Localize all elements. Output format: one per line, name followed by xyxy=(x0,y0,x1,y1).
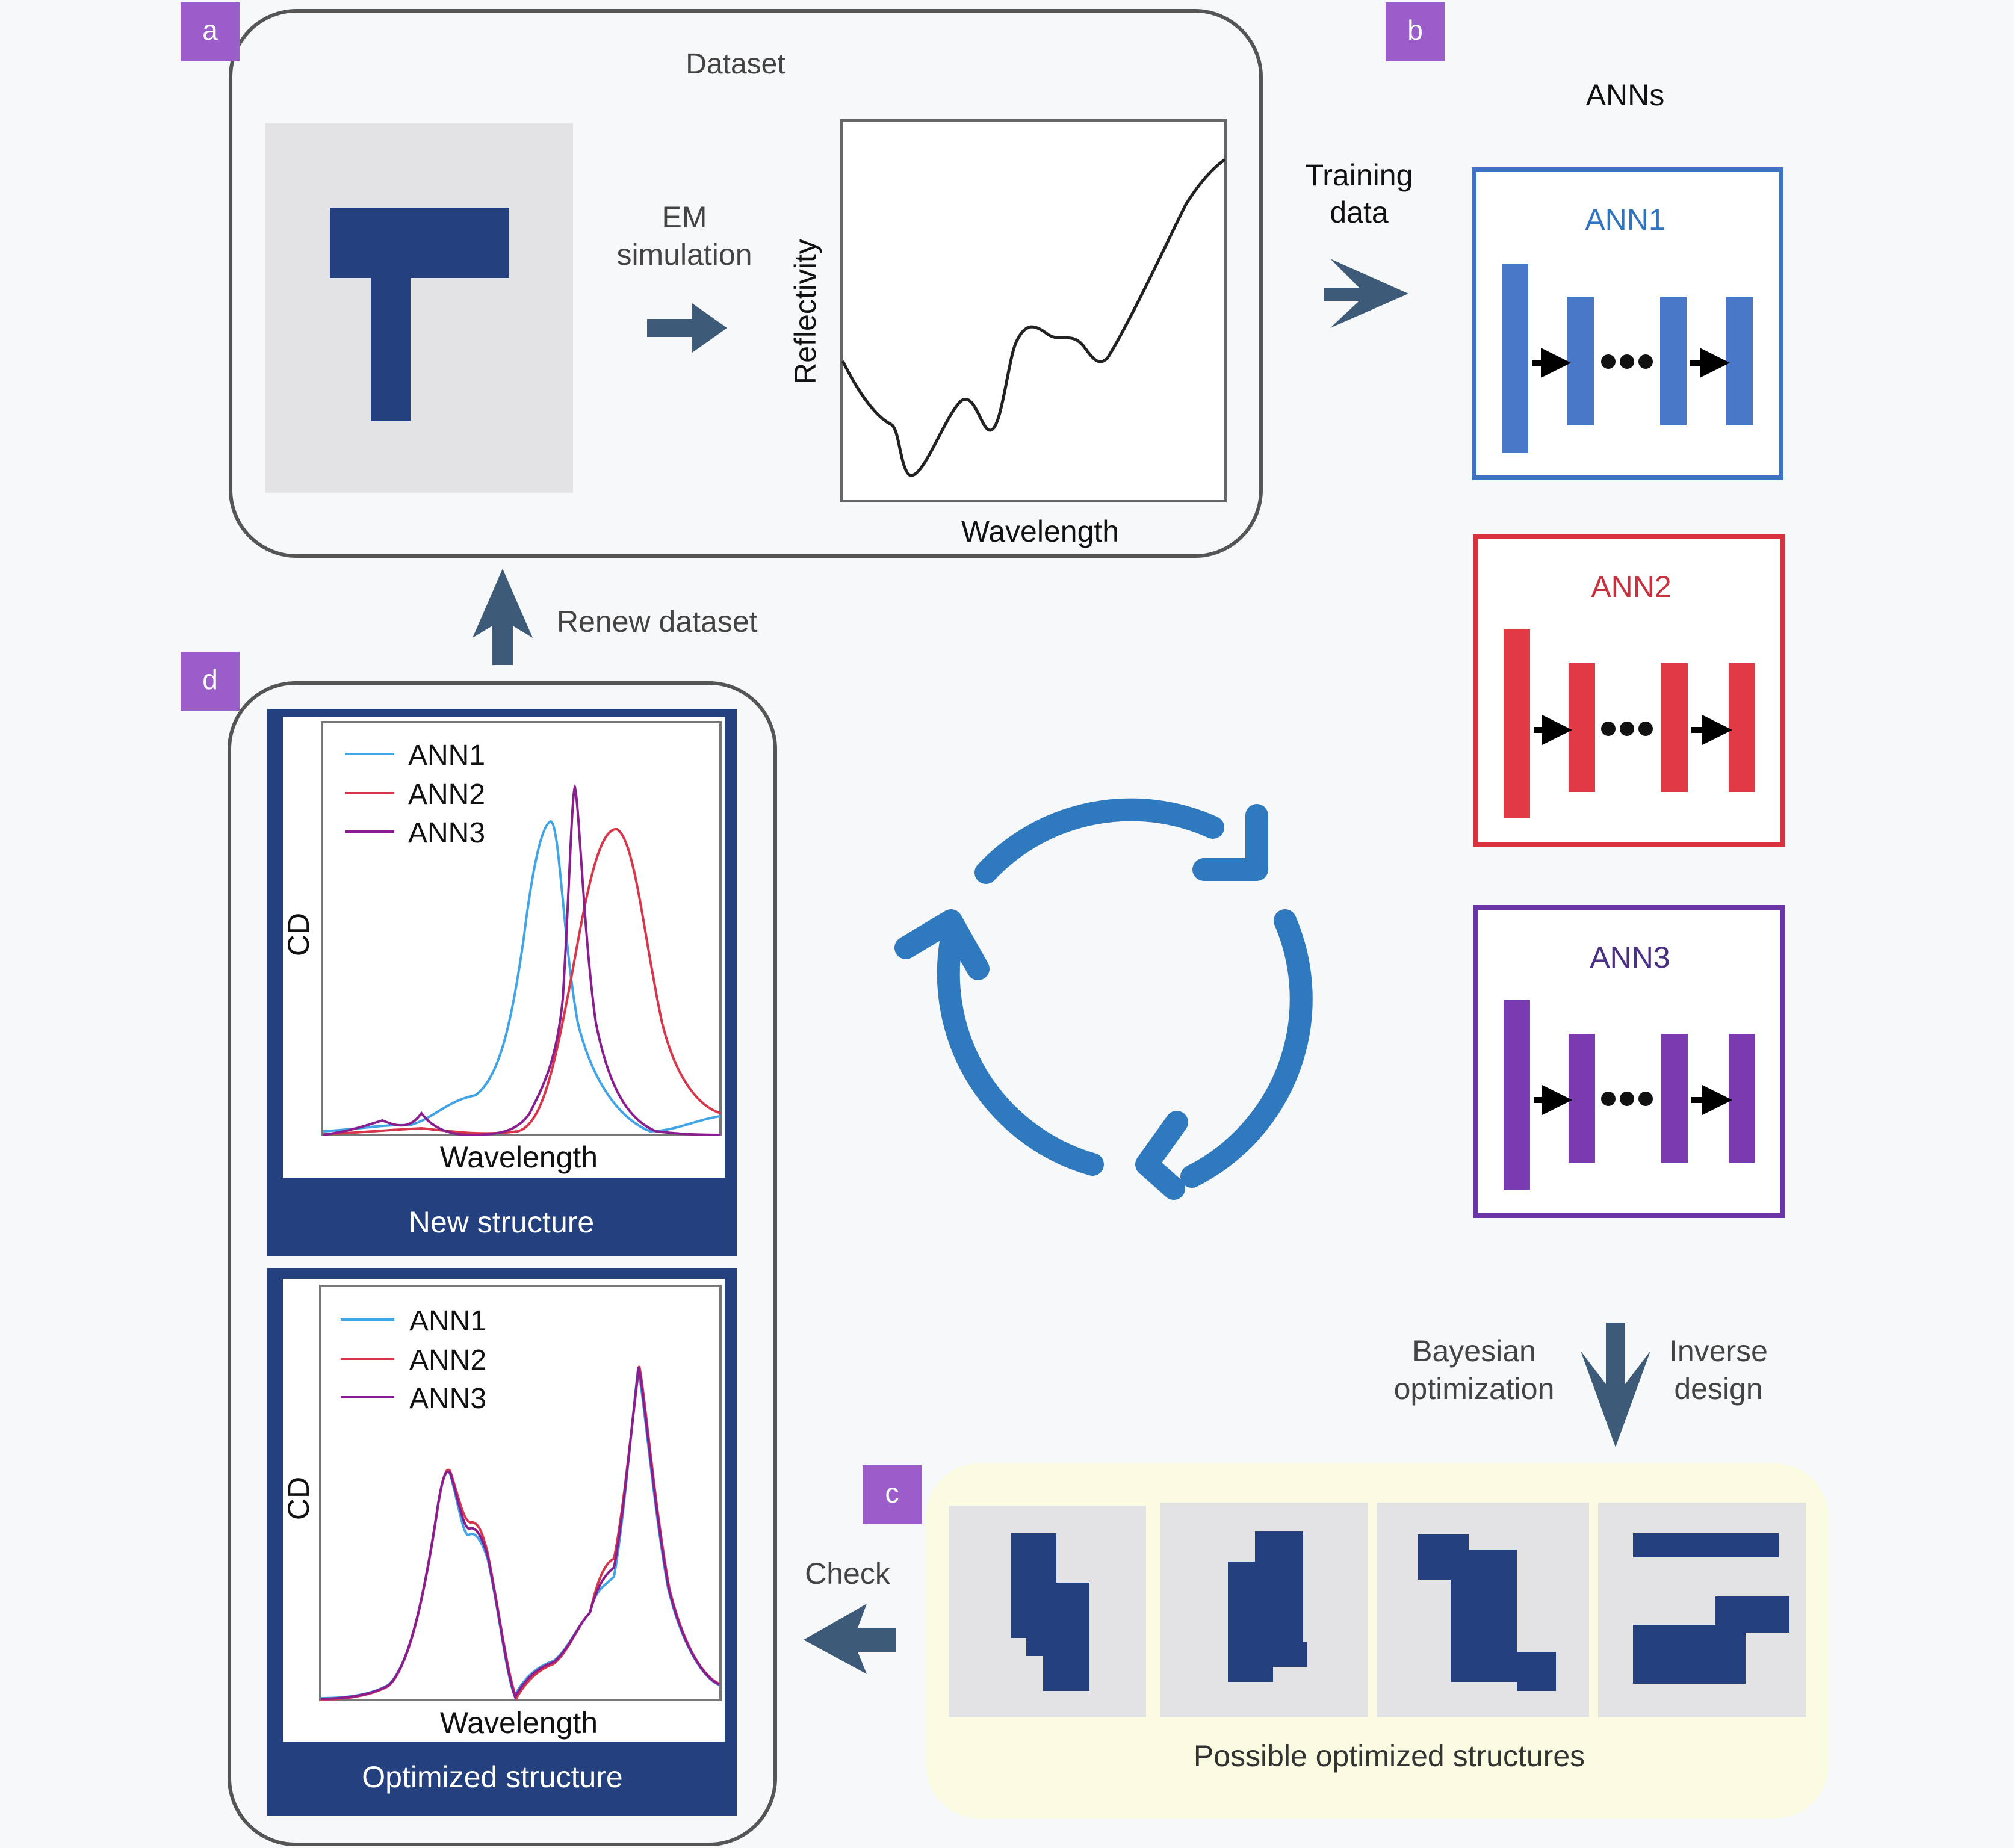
ann3-box: ANN3 xyxy=(1473,905,1785,1218)
new-plot-ylabel: CD xyxy=(282,913,315,956)
em-arrow xyxy=(647,303,727,353)
new-curve-ann2 xyxy=(323,828,721,1136)
reflectivity-plot-frame xyxy=(840,119,1227,502)
new-legend-ann2: ANN2 xyxy=(408,779,485,811)
panel-c: c Possible optimized structures xyxy=(863,1463,1829,1819)
data-label: data xyxy=(1330,196,1389,229)
em-label: EM xyxy=(662,200,707,234)
opt-legend-ann3: ANN3 xyxy=(409,1383,486,1415)
ann2-label: ANN2 xyxy=(1591,570,1671,604)
optimization-label: optimization xyxy=(1394,1372,1555,1406)
opt-legend-ann1: ANN1 xyxy=(409,1305,486,1337)
badge-b xyxy=(1386,2,1445,61)
new-structure-caption: New structure xyxy=(409,1205,594,1239)
opt-plot-xlabel: Wavelength xyxy=(440,1706,598,1740)
structure-shape-1 xyxy=(1011,1533,1089,1691)
opt-curve-ann3 xyxy=(321,1367,720,1700)
reflectivity-xlabel: Wavelength xyxy=(961,515,1119,548)
panel-b: b ANNs ANN1 ANN2 xyxy=(1386,2,1785,1218)
panel-d-frame xyxy=(228,681,777,1846)
structure-shape-2 xyxy=(1228,1531,1307,1682)
panel-d: d CD Wavelength ANN1 ANN2 ANN3 New struc… xyxy=(181,652,777,1846)
new-curve-ann1 xyxy=(323,820,721,1133)
possible-structures-caption: Possible optimized structures xyxy=(1194,1739,1585,1773)
dataset-title: Dataset xyxy=(686,48,785,80)
opt-legend-ann2: ANN2 xyxy=(409,1344,486,1376)
simulation-label: simulation xyxy=(616,238,752,271)
training-arrow xyxy=(1324,259,1408,328)
structure-shape-4b xyxy=(1633,1596,1789,1684)
new-plot-frame xyxy=(321,721,722,1136)
new-legend-ann3: ANN3 xyxy=(408,817,485,849)
anns-title: ANNs xyxy=(1586,78,1665,112)
new-legend-ann1: ANN1 xyxy=(408,740,485,771)
badge-c xyxy=(863,1465,922,1524)
ann2-box: ANN2 xyxy=(1473,534,1785,847)
t-structure xyxy=(330,208,509,421)
reflectivity-ylabel: Reflectivity xyxy=(789,239,822,385)
opt-plot-ylabel: CD xyxy=(282,1477,315,1520)
ann1-label: ANN1 xyxy=(1585,203,1665,236)
cycle-icon xyxy=(894,798,1313,1200)
check-label: Check xyxy=(805,1557,891,1590)
structure-shape-3 xyxy=(1418,1534,1556,1691)
renew-arrow xyxy=(473,569,533,665)
badge-c-text: c xyxy=(885,1477,899,1509)
inverse-label: Inverse xyxy=(1669,1334,1768,1368)
check-arrow xyxy=(804,1604,896,1674)
unit-cell xyxy=(265,123,573,493)
reflectivity-curve xyxy=(841,158,1226,477)
ann1-box: ANN1 xyxy=(1472,167,1783,480)
optimization-arrow xyxy=(1581,1323,1650,1447)
optimized-structure-caption: Optimized structure xyxy=(362,1760,622,1794)
renew-label: Renew dataset xyxy=(557,605,758,638)
new-plot-xlabel: Wavelength xyxy=(440,1140,598,1174)
bayesian-label: Bayesian xyxy=(1412,1334,1536,1368)
ann3-label: ANN3 xyxy=(1590,941,1670,974)
design-label: design xyxy=(1674,1372,1762,1406)
new-curve-ann3 xyxy=(323,783,721,1137)
opt-plot-frame xyxy=(319,1285,722,1701)
panel-a: a Dataset EM simulation Reflectivity Wav… xyxy=(181,2,1263,558)
badge-a xyxy=(181,2,240,61)
badge-d-text: d xyxy=(202,664,218,695)
panel-a-frame xyxy=(229,9,1263,558)
structure-shape-4a xyxy=(1633,1533,1779,1557)
badge-a-text: a xyxy=(202,14,218,46)
training-label: Training xyxy=(1306,158,1413,192)
badge-b-text: b xyxy=(1407,14,1423,46)
badge-d xyxy=(181,652,240,711)
